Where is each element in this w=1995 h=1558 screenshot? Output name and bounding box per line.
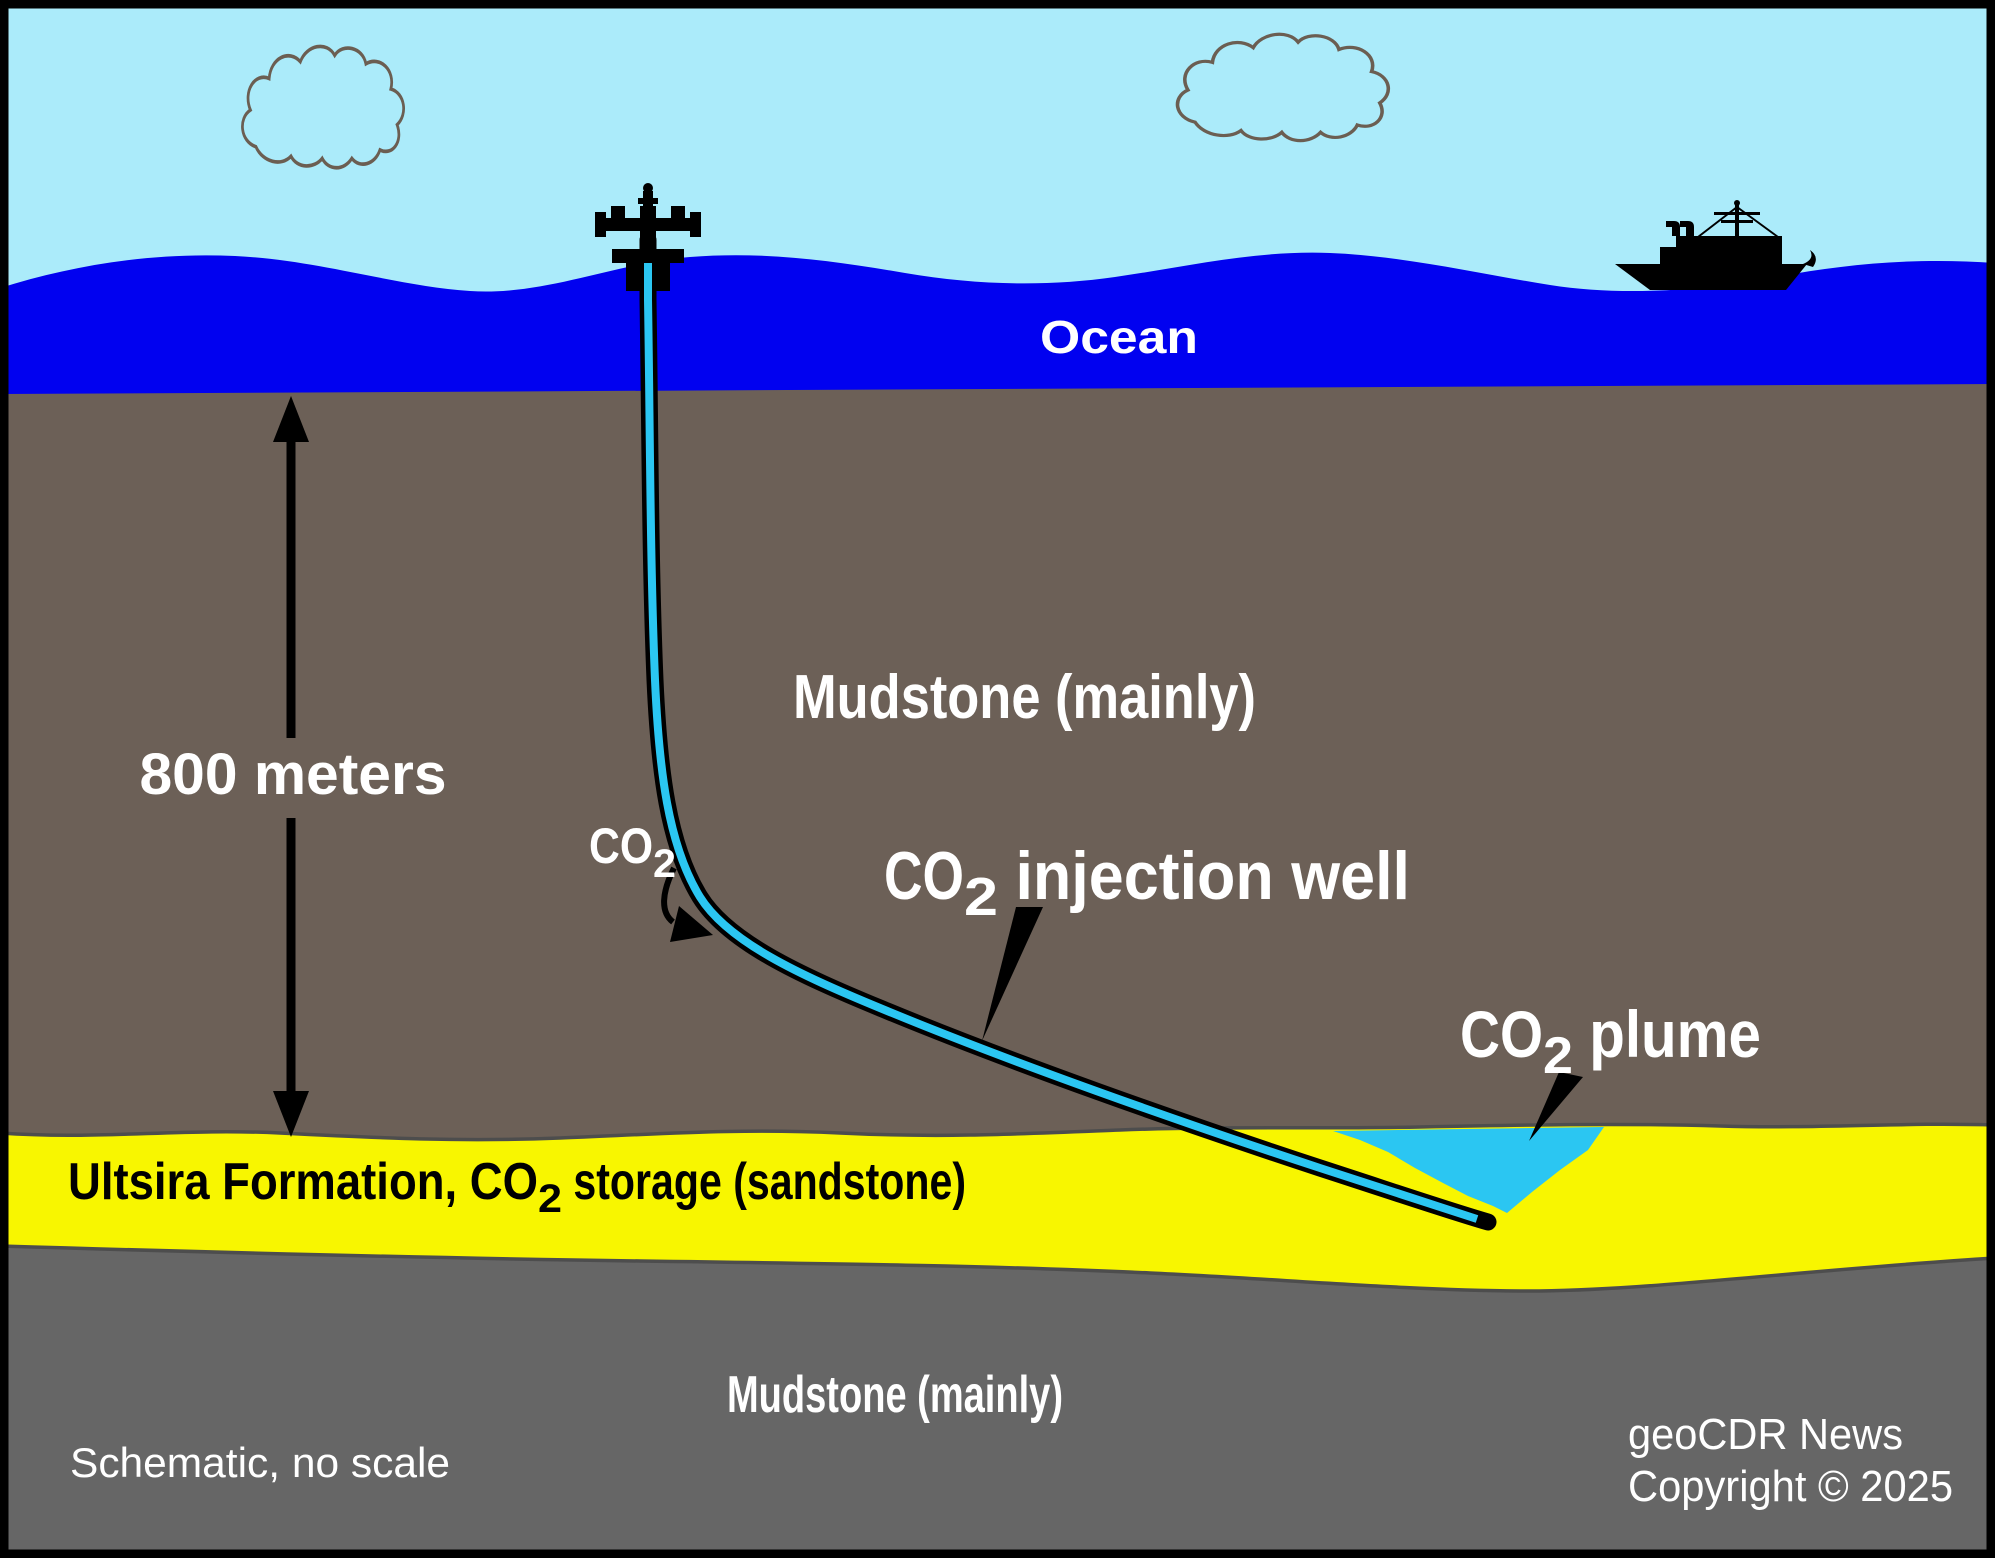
- mudstone-lower-layer: [0, 1246, 1995, 1558]
- ocean-layer: [0, 252, 1995, 395]
- co2-plume-shape: [1333, 1127, 1604, 1213]
- mudstone-upper-layer: [0, 384, 1995, 1310]
- injection-well-pointer: [982, 907, 1043, 1041]
- plume-label: CO2 plume: [1460, 997, 1761, 1085]
- wellhead-icon: [595, 183, 701, 291]
- injection-well-label: CO2 injection well: [884, 838, 1410, 927]
- mudstone-upper-label: Mudstone (mainly): [793, 663, 1256, 732]
- well-bore: [644, 240, 1479, 1223]
- credit-line1: geoCDR News: [1628, 1410, 1903, 1459]
- ocean-label: Ocean: [1040, 311, 1198, 363]
- formation-label: Ultsira Formation, CO2 storage (sandston…: [68, 1153, 966, 1221]
- mudstone-lower-label: Mudstone (mainly): [727, 1366, 1063, 1424]
- footnote-label: Schematic, no scale: [70, 1439, 450, 1486]
- cloud-icon: [241, 44, 405, 170]
- co2-flow-label: CO2: [589, 818, 676, 886]
- depth-arrow-icon: [273, 396, 309, 1137]
- ship-icon: [1615, 200, 1816, 290]
- cloud-icon: [1175, 32, 1391, 143]
- depth-label: 800 meters: [140, 742, 447, 807]
- plume-pointer: [1529, 1072, 1583, 1141]
- credit-line2: Copyright © 2025: [1628, 1462, 1953, 1511]
- co2-flow-arrow-icon: [661, 866, 713, 942]
